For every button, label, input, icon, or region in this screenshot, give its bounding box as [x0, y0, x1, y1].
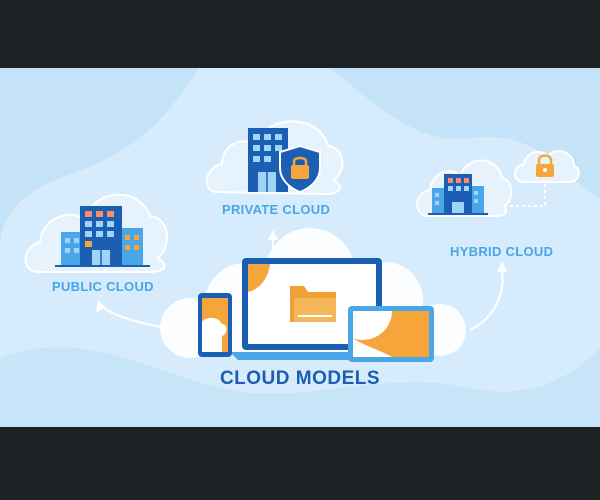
- phone-icon: [198, 293, 232, 357]
- padlock-icon: [536, 154, 554, 177]
- illustration: PUBLIC CLOUD PRIVATE CLOUD HYBRID CLOUD …: [0, 68, 600, 427]
- arrow-to-public: [101, 305, 184, 331]
- page-title: CLOUD MODELS: [219, 368, 381, 389]
- background-blob: [0, 68, 200, 248]
- hybrid-cloud-icon: [416, 150, 580, 217]
- arrow-head: [96, 300, 106, 312]
- folder-icon: [290, 286, 336, 322]
- arrow-to-hybrid: [469, 269, 504, 331]
- shield-lock-icon: [279, 144, 321, 194]
- background-blob: [330, 68, 600, 198]
- cloud-models-scene: [0, 68, 600, 427]
- background-blob: [0, 347, 600, 427]
- hybrid-cloud-label: HYBRID CLOUD: [450, 244, 554, 259]
- building-icon: [428, 174, 488, 215]
- public-cloud-label: PUBLIC CLOUD: [52, 279, 154, 294]
- private-cloud-icon: [206, 120, 344, 196]
- private-cloud-label: PRIVATE CLOUD: [222, 202, 331, 217]
- arrow-head: [268, 230, 278, 240]
- dashed-connector: [506, 184, 546, 207]
- tablet-icon: [348, 306, 434, 362]
- letterbox-bottom: [0, 427, 600, 500]
- letterbox-top: [0, 0, 600, 68]
- building-icon: [55, 206, 150, 267]
- arrow-head: [497, 261, 507, 272]
- building-icon: [248, 128, 288, 192]
- public-cloud-icon: [24, 193, 169, 273]
